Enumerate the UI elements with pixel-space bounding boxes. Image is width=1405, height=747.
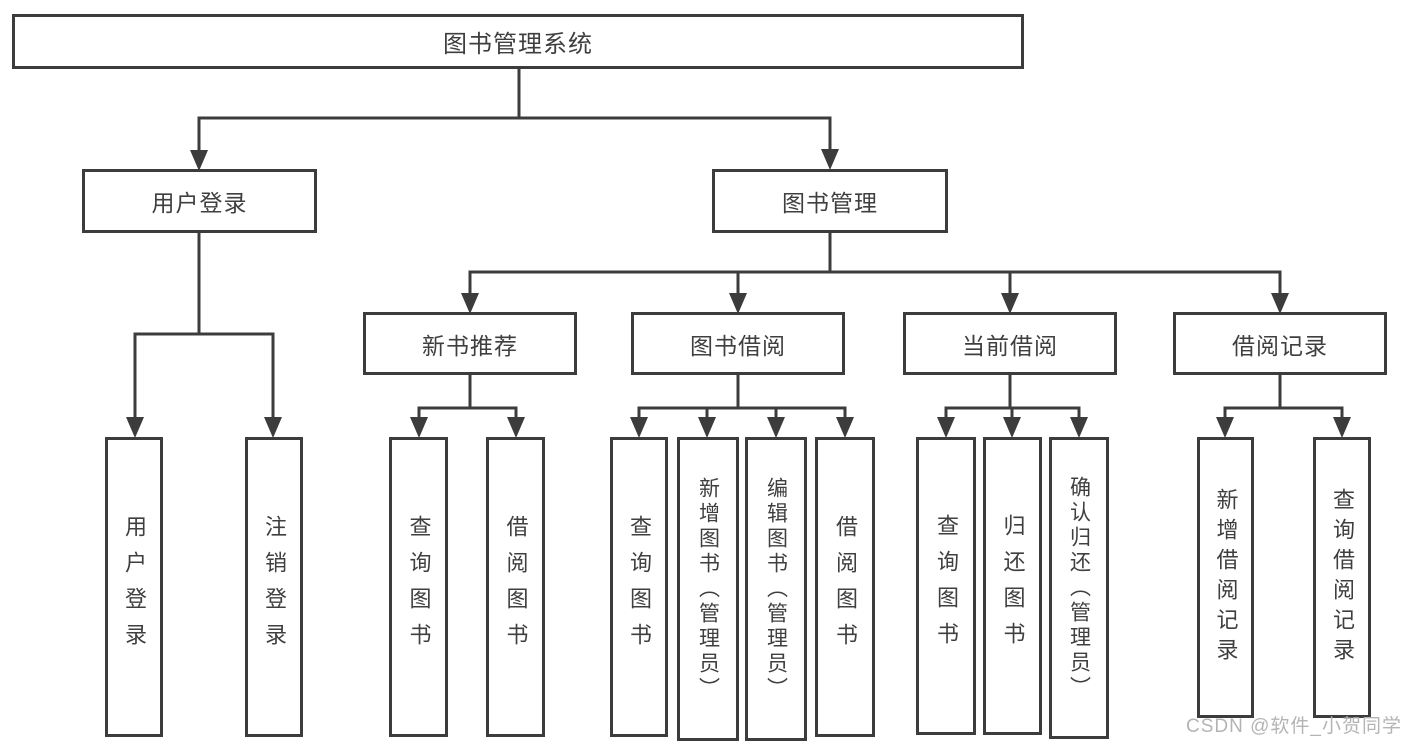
node-rec-borrow-book-label: 借阅图书 (503, 515, 529, 659)
node-br-add-record-label: 新增借阅记录 (1213, 487, 1239, 668)
node-library-management-system: 图书管理系统 (12, 14, 1024, 69)
node-cb-confirm-return-admin: 确认归还（管理员） (1049, 437, 1109, 739)
node-rec-query-book: 查询图书 (389, 437, 448, 737)
node-rec-query-book-label: 查询图书 (406, 515, 432, 659)
node-user-login: 用户登录 (82, 169, 317, 233)
arrowhead-icons (126, 149, 1351, 438)
node-logout-label: 注销登录 (262, 515, 287, 659)
node-br-add-record: 新增借阅记录 (1197, 437, 1254, 718)
node-new-book-recommendation: 新书推荐 (363, 312, 577, 375)
node-cb-return-book-label: 归还图书 (1000, 514, 1026, 658)
node-bb-edit-book-admin-label: 编辑图书（管理员） (764, 476, 788, 702)
watermark: CSDN @软件_小贺同学 (1186, 716, 1402, 737)
node-book-borrowing: 图书借阅 (631, 312, 845, 375)
node-cb-return-book: 归还图书 (983, 437, 1042, 735)
node-current-borrowing: 当前借阅 (903, 312, 1117, 375)
node-bb-query-book-label: 查询图书 (627, 515, 652, 659)
node-cb-confirm-return-admin-label: 确认归还（管理员） (1067, 475, 1091, 701)
node-bb-borrow-book-label: 借阅图书 (833, 515, 858, 659)
node-logout: 注销登录 (245, 437, 303, 737)
node-bb-edit-book-admin: 编辑图书（管理员） (745, 437, 807, 741)
node-rec-borrow-book: 借阅图书 (486, 437, 545, 737)
node-user-login-leaf: 用户登录 (105, 437, 163, 737)
node-cb-query-book-label: 查询图书 (934, 514, 959, 658)
node-br-query-record: 查询借阅记录 (1313, 437, 1371, 718)
node-cb-query-book: 查询图书 (916, 437, 976, 735)
node-bb-query-book: 查询图书 (610, 437, 668, 737)
node-bb-borrow-book: 借阅图书 (815, 437, 875, 737)
node-user-login-leaf-label: 用户登录 (122, 515, 147, 659)
node-bb-add-book-admin-label: 新增图书（管理员） (696, 476, 720, 702)
node-bb-add-book-admin: 新增图书（管理员） (677, 437, 739, 741)
node-borrowing-records: 借阅记录 (1173, 312, 1387, 375)
node-book-management: 图书管理 (712, 169, 948, 233)
node-br-query-record-label: 查询借阅记录 (1330, 487, 1355, 668)
